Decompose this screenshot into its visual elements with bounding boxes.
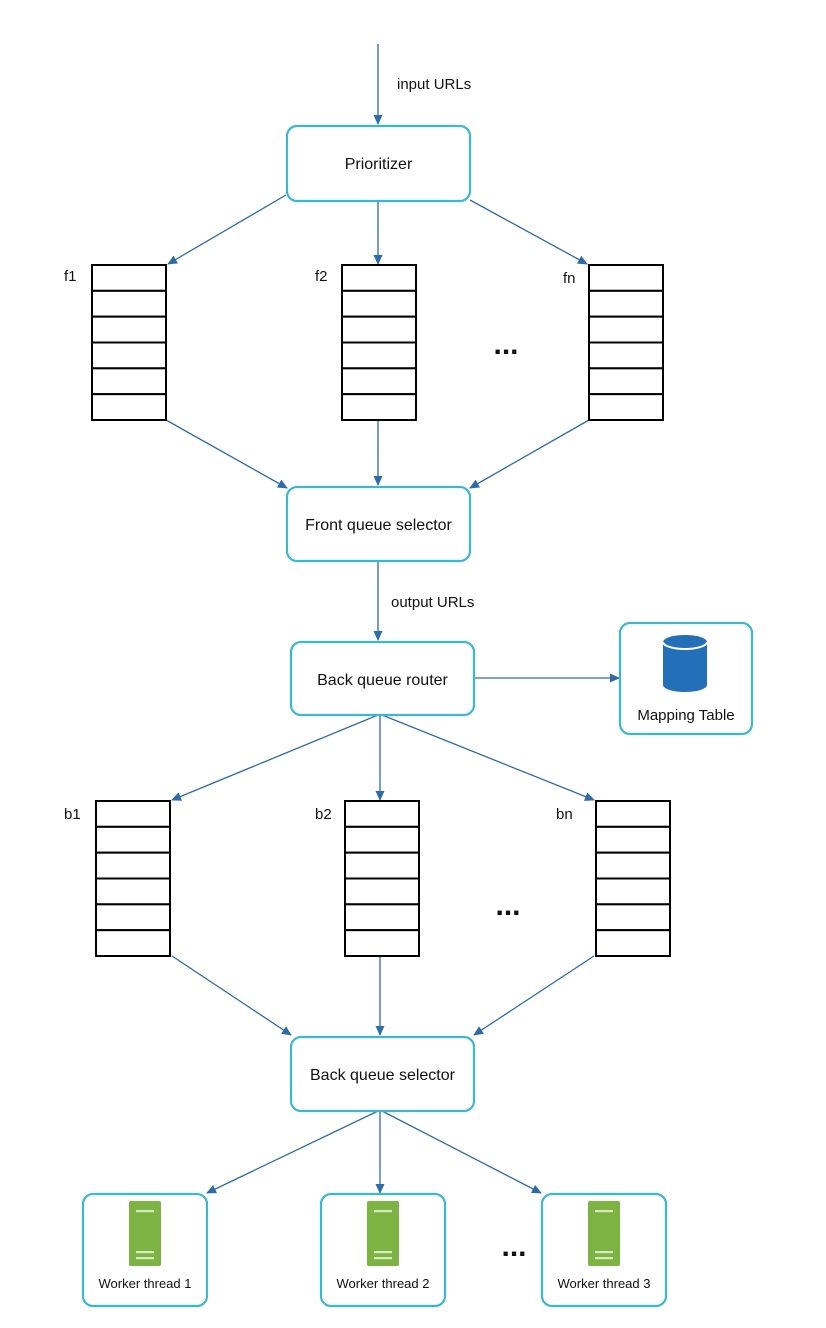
prioritizer-label: Prioritizer — [345, 156, 413, 173]
queue-slot — [341, 341, 417, 370]
worker-thread-label: Worker thread 1 — [99, 1276, 192, 1291]
queue-slot — [588, 367, 664, 396]
queue-slot — [344, 825, 420, 854]
server-icon — [367, 1201, 399, 1266]
mapping-table-label: Mapping Table — [637, 707, 734, 724]
queue-slot — [91, 341, 167, 370]
front-queues-ellipsis: ... — [493, 328, 518, 361]
worker-thread-1: Worker thread 1 — [81, 1192, 209, 1308]
queue-label: fn — [563, 270, 576, 287]
back-queue-b1: b1 — [64, 800, 171, 958]
queue-slots — [95, 800, 171, 958]
queue-slot — [341, 393, 417, 421]
back-queue-selector-label: Back queue selector — [310, 1067, 456, 1084]
queue-slot — [341, 289, 417, 318]
output-urls-label: output URLs — [391, 594, 474, 611]
queue-slot — [341, 367, 417, 396]
back-queues-ellipsis: ... — [495, 889, 520, 922]
queue-slot — [588, 315, 664, 344]
mapping-table-node: Mapping Table — [618, 621, 754, 736]
back-queue-b2: b2 — [315, 800, 420, 958]
queue-slot — [344, 851, 420, 880]
queue-slot — [588, 264, 664, 292]
queue-slots — [344, 800, 420, 958]
arrow-prioritizer-to-f1 — [167, 194, 287, 265]
back-queue-bn: bn — [556, 800, 671, 958]
arrow-back-selector-to-worker-3 — [381, 1110, 542, 1194]
input-urls-label: input URLs — [397, 76, 471, 93]
queue-slot — [341, 315, 417, 344]
prioritizer-node: Prioritizer — [285, 124, 472, 203]
queue-slot — [95, 929, 171, 958]
queue-label: f2 — [315, 268, 328, 285]
queue-slot — [344, 877, 420, 906]
queue-slot — [91, 393, 167, 421]
queue-slot — [595, 877, 671, 906]
queue-label: bn — [556, 806, 573, 823]
back-queue-router-label: Back queue router — [317, 672, 448, 689]
queue-slot — [91, 315, 167, 344]
workers-ellipsis: ... — [501, 1230, 526, 1263]
queue-slot — [95, 903, 171, 932]
arrow-f1-to-front-selector — [165, 419, 288, 489]
queue-slots — [91, 264, 167, 421]
queue-slot — [95, 825, 171, 854]
back-queue-router-node: Back queue router — [289, 640, 476, 717]
queue-slots — [588, 264, 664, 421]
queue-slot — [588, 341, 664, 370]
queue-slot — [588, 289, 664, 318]
queue-slot — [595, 825, 671, 854]
queue-label: b2 — [315, 806, 332, 823]
queue-slot — [95, 877, 171, 906]
worker-thread-label: Worker thread 2 — [337, 1276, 430, 1291]
front-queue-selector-label: Front queue selector — [305, 517, 452, 534]
queue-label: b1 — [64, 806, 81, 823]
queue-slot — [595, 929, 671, 958]
queue-slot — [95, 851, 171, 880]
queue-slot — [588, 393, 664, 421]
server-icon — [129, 1201, 161, 1266]
back-queue-selector-node: Back queue selector — [289, 1035, 476, 1113]
worker-thread-label: Worker thread 3 — [558, 1276, 651, 1291]
front-queue-fn: fn — [563, 264, 664, 421]
queue-slots — [595, 800, 671, 958]
queue-slot — [344, 903, 420, 932]
queue-slot — [91, 289, 167, 318]
queue-label: f1 — [64, 268, 77, 285]
queue-slot — [344, 800, 420, 828]
queue-slot — [595, 800, 671, 828]
arrow-bn-to-back-selector — [473, 955, 595, 1036]
front-queue-f1: f1 — [64, 264, 167, 421]
queue-slot — [95, 800, 171, 828]
arrow-fn-to-front-selector — [469, 419, 590, 489]
worker-thread-2: Worker thread 2 — [319, 1192, 447, 1308]
arrow-back-selector-to-worker-1 — [206, 1110, 379, 1194]
arrow-prioritizer-to-fn — [469, 199, 588, 265]
queue-slot — [91, 264, 167, 292]
database-icon — [662, 635, 708, 692]
arrow-back-router-to-bn — [381, 714, 595, 801]
queue-slot — [595, 903, 671, 932]
queue-slot — [91, 367, 167, 396]
arrow-back-router-to-b1 — [171, 714, 379, 801]
worker-thread-3: Worker thread 3 — [540, 1192, 668, 1308]
front-queue-selector-node: Front queue selector — [285, 485, 472, 563]
front-queue-f2: f2 — [315, 264, 417, 421]
arrow-b1-to-back-selector — [171, 955, 292, 1036]
queue-slot — [341, 264, 417, 292]
queue-slot — [344, 929, 420, 958]
arrows — [165, 44, 620, 1194]
queue-slots — [341, 264, 417, 421]
queue-slot — [595, 851, 671, 880]
server-icon — [588, 1201, 620, 1266]
